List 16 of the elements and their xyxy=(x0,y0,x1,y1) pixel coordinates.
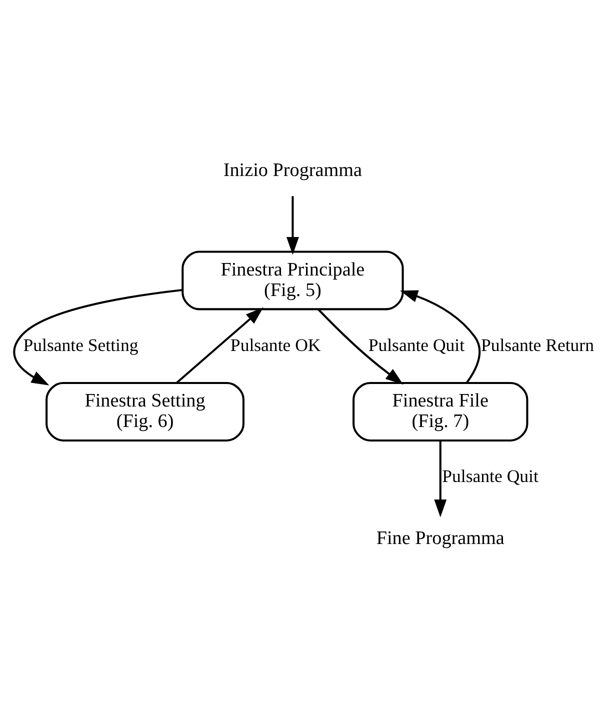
node-box: Finestra File (Fig. 7) xyxy=(352,382,528,441)
edge-label: Pulsante Setting xyxy=(23,334,138,354)
node-text: Inizio Programma xyxy=(223,160,362,181)
node-box: Finestra Principale (Fig. 5) xyxy=(182,250,404,310)
arrow xyxy=(400,290,481,384)
node-box: Finestra Setting (Fig. 6) xyxy=(46,382,244,441)
arrow xyxy=(176,306,264,384)
edge-label: Pulsante Quit xyxy=(368,334,465,354)
arrow xyxy=(434,440,447,517)
arrow xyxy=(318,308,404,384)
edge-label: Pulsante OK xyxy=(230,334,321,354)
arrow xyxy=(286,196,299,254)
edge-label: Pulsante Quit xyxy=(442,466,538,486)
node-text: Fine Programma xyxy=(376,527,504,548)
arrow xyxy=(13,288,182,385)
edge-label: Pulsante Return xyxy=(480,334,594,354)
